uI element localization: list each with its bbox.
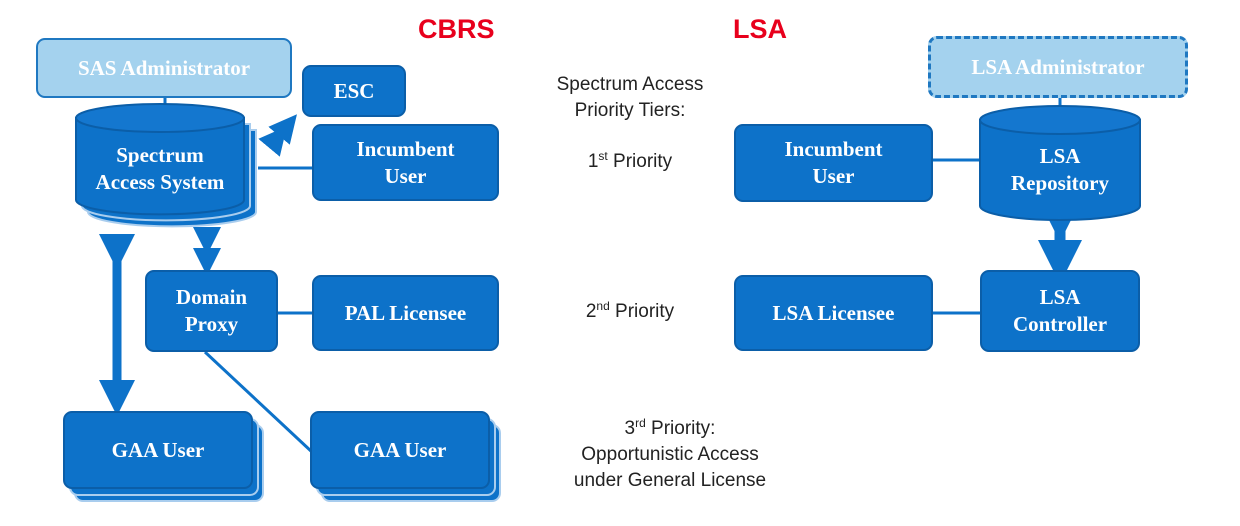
lsa-incumbent-user-box: Incumbent User (734, 124, 933, 202)
lsa-administrator-box: LSA Administrator (928, 36, 1188, 98)
priority-tiers-header: Spectrum Access Priority Tiers: (556, 74, 704, 121)
domain-proxy-box: Domain Proxy (145, 270, 278, 352)
lsa-repository-label: LSA Repository (1011, 144, 1109, 195)
gaa-user-right-box: GAA User (310, 411, 490, 489)
esc-box: ESC (302, 65, 406, 117)
lsa-title: LSA (733, 14, 787, 44)
cbrs-title: CBRS (418, 14, 495, 44)
sas-cylinder-stack (75, 103, 257, 228)
lsa-licensee-box: LSA Licensee (734, 275, 933, 351)
tier-2-label: 2nd Priority (585, 299, 675, 322)
pal-licensee-box: PAL Licensee (312, 275, 499, 351)
tier-3-label: 3rd Priority: Opportunistic Access under… (573, 416, 767, 491)
spectrum-access-system-label: Spectrum Access System (95, 143, 225, 194)
tier-1-label: 1st Priority (587, 149, 673, 172)
sas-administrator-box: SAS Administrator (36, 38, 292, 98)
lsa-controller-box: LSA Controller (980, 270, 1140, 352)
cbrs-incumbent-user-box: Incumbent User (312, 124, 499, 201)
lsa-repository-cylinder (979, 105, 1141, 221)
gaa-user-left-box: GAA User (63, 411, 253, 489)
esc-sas-arrow (258, 114, 297, 157)
proxy-gaa-connector (203, 350, 314, 454)
